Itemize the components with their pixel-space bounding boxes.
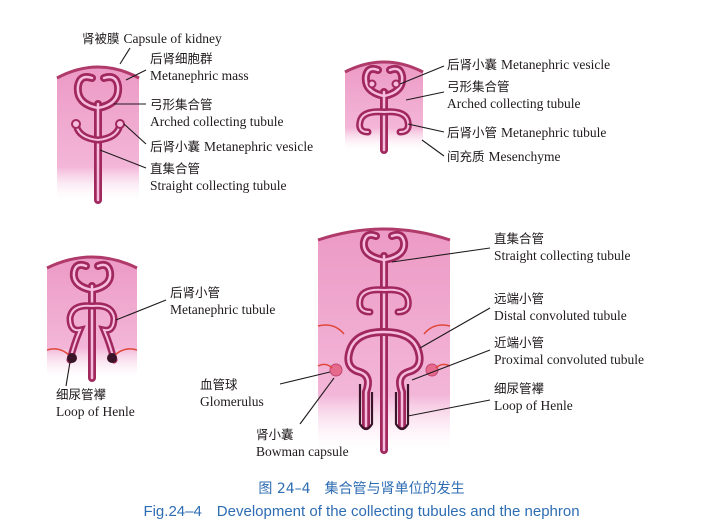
leader-b-tubule [407,123,445,133]
leader-a-straight [99,149,147,169]
panel-b-vesicles [367,79,401,89]
leader-d-henle [407,399,491,417]
panel-d-nephrons [344,328,424,430]
leader-b-arched [405,91,445,101]
panel-c-illustration [46,255,138,382]
figure-caption-zh: 图 24–4 集合管与肾单位的发生 [258,481,465,497]
leader-d-glomerulus [279,371,331,385]
figure-caption-en: Fig.24–4 Development of the collecting t… [143,503,580,520]
leader-b-vesicle [399,65,445,85]
panel-b-illustration [344,60,424,154]
panel-c-henle-loops [67,353,117,363]
panel-a-illustration [56,65,140,204]
panel-c-blood-vessels [46,348,138,357]
leader-a-capsule [119,47,131,65]
leader-c-tubule [115,299,167,321]
panel-d-henle-loops [358,384,410,431]
panel-a-vesicles [71,119,125,129]
leader-a-mass [125,69,147,81]
leader-a-vesicle [123,123,147,145]
panel-d-collecting-tubule [356,230,412,454]
leader-d-straight [391,247,491,263]
leader-d-proximal [411,349,491,381]
leader-c-henle [65,361,71,387]
leader-lines [65,47,491,425]
panel-c-collecting-tubule [66,260,118,382]
panel-b-collecting-tubule [356,64,412,154]
panel-d-illustration [317,227,451,454]
leader-b-mesenchyme [421,139,445,157]
leader-d-distal [419,307,491,349]
leader-d-bowman [299,377,335,425]
